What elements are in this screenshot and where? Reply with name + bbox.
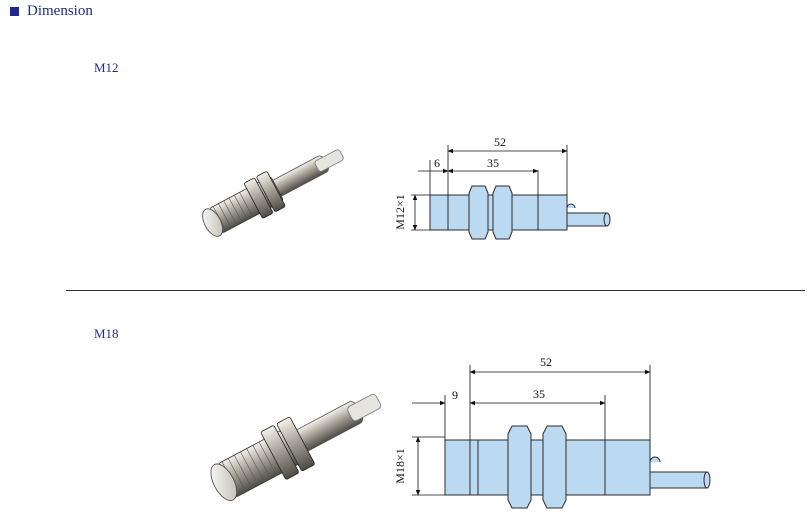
model-label-m18: M18: [94, 326, 119, 341]
m18-sensor-photo: [210, 394, 382, 501]
m12-body-length: 35: [487, 156, 499, 170]
m12-thread: M12×1: [393, 194, 407, 229]
section-divider: [66, 290, 805, 291]
m18-offset: 9: [452, 388, 458, 402]
m18-body-length: 35: [533, 387, 545, 401]
section-title: Dimension: [27, 3, 93, 19]
bullet-square-icon: [10, 7, 19, 16]
section-header: Dimension: [10, 3, 93, 20]
m12-sensor-photo: [202, 149, 344, 237]
m18-thread: M18×1: [393, 448, 407, 483]
m12-technical-drawing: 52 35 6 M12×1: [393, 135, 611, 240]
model-label-m12: M12: [94, 60, 119, 75]
m18-technical-drawing: 52 35 9 M18×1: [393, 355, 711, 509]
m18-total-length: 52: [540, 355, 552, 369]
m12-offset: 6: [434, 156, 440, 170]
m12-total-length: 52: [494, 135, 506, 149]
